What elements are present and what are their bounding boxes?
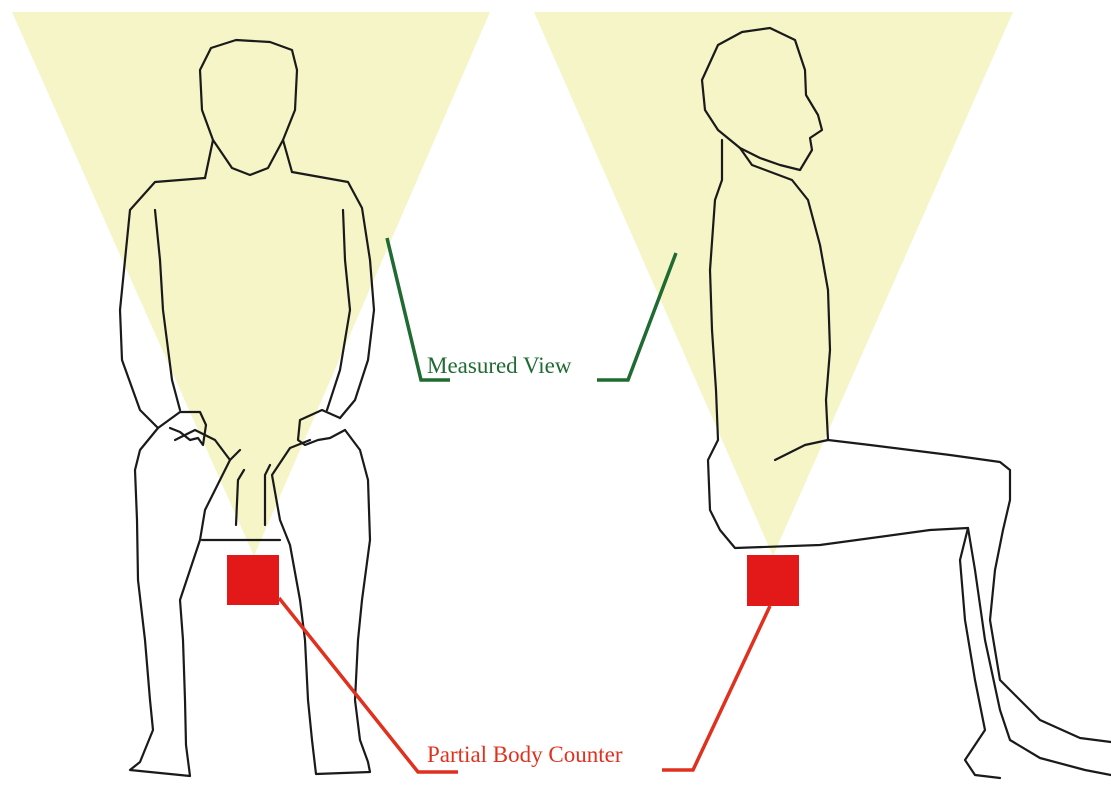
side-thigh bbox=[828, 440, 1111, 742]
measured-view-label: Measured View bbox=[427, 353, 572, 378]
counter-leader-right bbox=[662, 606, 770, 770]
front-view-cone bbox=[12, 12, 490, 556]
side-view-cone bbox=[534, 12, 1013, 556]
side-detector bbox=[747, 555, 799, 606]
front-right-leg bbox=[272, 430, 370, 774]
front-detector bbox=[227, 555, 279, 605]
counter-label: Partial Body Counter bbox=[427, 742, 623, 767]
side-shin bbox=[960, 528, 1000, 778]
